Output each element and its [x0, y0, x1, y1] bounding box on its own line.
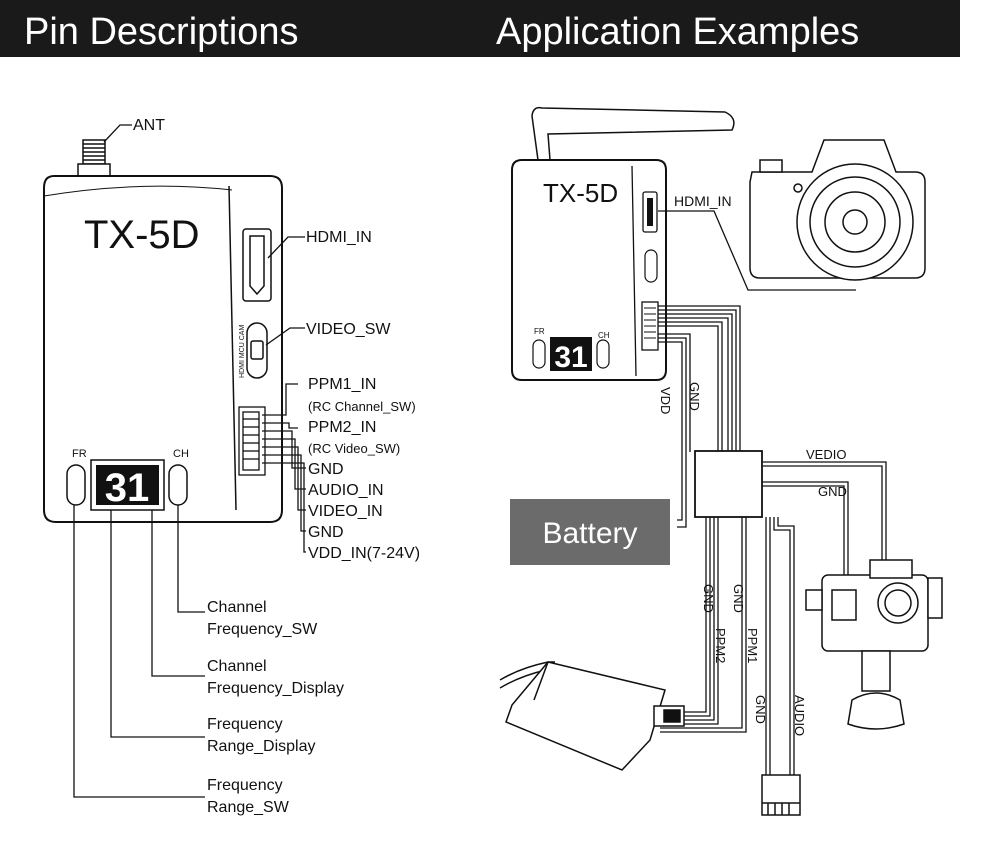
device-model-label: TX-5D	[84, 213, 200, 257]
tx5d-device	[511, 159, 667, 381]
battery-box	[510, 499, 670, 565]
gnd-label-a: GND	[701, 584, 716, 613]
ppm1-note-label: (RC Channel_SW)	[308, 399, 416, 414]
ppm2-note-label: (RC Video_SW)	[308, 441, 400, 456]
gnd-camera-label: GND	[818, 484, 847, 499]
pin-header-icon	[238, 406, 266, 476]
channel-frequency-display-line1: Channel	[207, 658, 267, 675]
battery-label: Battery	[542, 517, 637, 550]
audio-label: AUDIO	[792, 695, 807, 736]
ant-label: ANT	[133, 117, 165, 134]
ant-leader-line	[103, 124, 132, 143]
hdmi-in-label: HDMI_IN	[674, 193, 732, 209]
tx5d-device	[43, 175, 283, 523]
camera-cables	[762, 461, 887, 589]
ch-label: CH	[598, 331, 610, 340]
application-examples-panel: TX-5D HDMI_IN FR CH 31	[499, 106, 943, 816]
pin-descriptions-title: Pin Descriptions	[24, 11, 299, 53]
hdmi-in-label: HDMI_IN	[306, 229, 372, 246]
gnd-pin-label-2: GND	[308, 524, 344, 541]
camera-icon	[749, 139, 926, 281]
video-in-label: VIDEO_IN	[308, 503, 383, 520]
frequency-range-sw-line1: Frequency	[207, 777, 283, 794]
rc-receiver-icon	[499, 661, 685, 771]
led-display-value: 31	[105, 466, 150, 510]
antenna-icon	[77, 139, 111, 177]
audio-connector-icon	[761, 774, 801, 816]
gnd-label-c: GND	[753, 695, 768, 724]
audio-in-label: AUDIO_IN	[308, 482, 384, 499]
junction-box	[694, 450, 763, 518]
frequency-range-display-line1: Frequency	[207, 716, 283, 733]
ppm1-label: PPM1	[745, 628, 760, 663]
frequency-range-display-line2: Range_Display	[207, 738, 316, 755]
vedio-label: VEDIO	[806, 447, 846, 462]
ppm2-in-label: PPM2_IN	[308, 419, 376, 436]
led-display-value: 31	[554, 341, 587, 374]
video-sw-leader-line	[265, 327, 305, 346]
gnd-top-label: GND	[687, 382, 702, 411]
hdmi-cable-line	[658, 210, 856, 291]
device-model-label: TX-5D	[543, 178, 618, 208]
fr-label: FR	[72, 448, 87, 460]
ch-label: CH	[173, 448, 189, 460]
video-switch-icon	[644, 249, 658, 283]
header-bar: Pin Descriptions Application Examples	[0, 0, 960, 57]
application-examples-title: Application Examples	[496, 11, 860, 53]
fr-button-icon	[532, 339, 546, 369]
gnd-label-b: GND	[731, 584, 746, 613]
channel-frequency-display-line2: Frequency_Display	[207, 680, 344, 697]
ch-button-icon	[596, 339, 610, 369]
switch-position-labels: HDMI MCU CAM	[239, 325, 246, 378]
vdd-label: VDD	[658, 387, 673, 414]
led-display-screen	[550, 337, 592, 371]
gnd-pin-label-1: GND	[308, 461, 344, 478]
hdmi-leader-line	[267, 236, 305, 259]
ch-button-icon	[168, 464, 188, 506]
antenna-icon	[531, 106, 735, 161]
wire-bundle	[658, 305, 741, 528]
action-camera-icon	[805, 559, 943, 730]
pin-descriptions-panel: ANT TX-5D HDMI_IN HDMI MCU CAM VIDEO_SW	[43, 117, 420, 816]
ppm2-label: PPM2	[713, 628, 728, 663]
frequency-range-sw-line2: Range_SW	[207, 799, 290, 816]
channel-frequency-sw-line1: Channel	[207, 599, 267, 616]
front-callout-lines	[73, 505, 205, 798]
led-display-screen	[96, 465, 159, 505]
ppm1-in-label: PPM1_IN	[308, 376, 376, 393]
fr-label: FR	[534, 327, 545, 336]
fr-button-icon	[66, 464, 86, 506]
video-switch-icon	[246, 322, 268, 379]
hdmi-port-icon	[242, 228, 272, 302]
channel-frequency-sw-line2: Frequency_SW	[207, 621, 318, 638]
diagram-canvas: ANT TX-5D HDMI_IN HDMI MCU CAM VIDEO_SW	[43, 106, 943, 816]
video-sw-label: VIDEO_SW	[306, 321, 391, 338]
pin-leader-lines	[262, 383, 306, 553]
vdd-in-label: VDD_IN(7-24V)	[308, 545, 420, 562]
